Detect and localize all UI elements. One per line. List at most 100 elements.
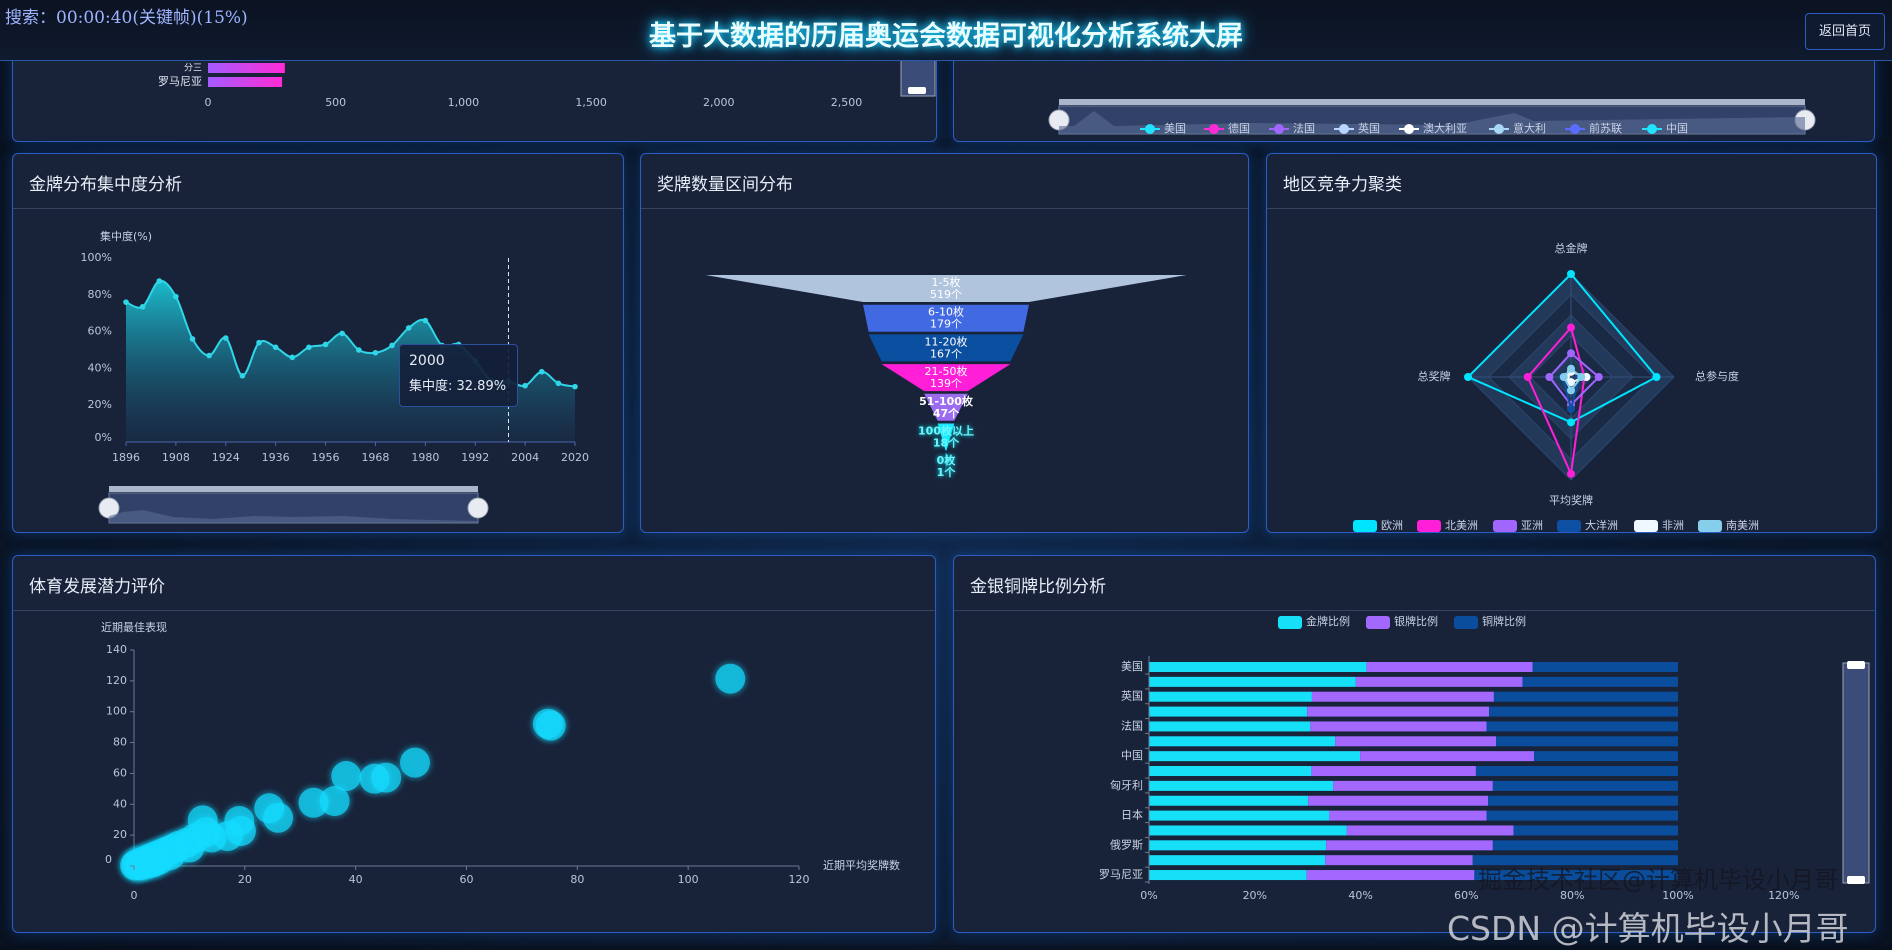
data-point[interactable] (289, 354, 296, 361)
radar-point[interactable] (1567, 349, 1575, 358)
zoom-handle-icon[interactable] (467, 497, 489, 519)
stacked-bar-segment[interactable] (1513, 825, 1678, 836)
stacked-bar-segment[interactable] (1496, 736, 1678, 747)
radar-point[interactable] (1567, 323, 1575, 332)
scatter-bubble[interactable] (125, 850, 156, 881)
back-home-button[interactable]: 返回首页 (1805, 13, 1885, 50)
stacked-bar-segment[interactable] (1149, 795, 1309, 806)
stacked-bar-segment[interactable] (1149, 870, 1307, 881)
stacked-bar-segment[interactable] (1325, 855, 1473, 866)
scatter-bubble[interactable] (263, 802, 294, 833)
legend-swatch-icon[interactable] (1454, 616, 1478, 629)
data-point[interactable] (389, 342, 395, 349)
legend-swatch-icon[interactable] (1557, 520, 1581, 532)
vertical-zoom-slider[interactable] (1842, 662, 1870, 884)
legend-swatch-icon[interactable] (1417, 520, 1441, 532)
funnel-segment[interactable] (863, 304, 1029, 332)
scatter-bubble[interactable] (319, 786, 350, 817)
stacked-bar-segment[interactable] (1486, 810, 1678, 821)
stacked-bar-segment[interactable] (1149, 810, 1330, 821)
legend-item[interactable]: 非洲 (1662, 519, 1684, 532)
legend-item[interactable]: 南美洲 (1726, 519, 1759, 532)
legend-item[interactable]: 英国 (1358, 121, 1380, 135)
legend-swatch-icon[interactable] (1366, 616, 1390, 629)
stacked-bar-segment[interactable] (1522, 676, 1678, 687)
legend-swatch-icon[interactable] (1493, 520, 1517, 532)
data-point[interactable] (339, 330, 345, 337)
stacked-bar-segment[interactable] (1475, 766, 1678, 777)
legend-item[interactable]: 欧洲 (1381, 519, 1403, 532)
scatter-bubble[interactable] (535, 710, 566, 741)
stacked-bar-segment[interactable] (1149, 766, 1312, 777)
scatter-bubble[interactable] (399, 747, 430, 778)
radar-point[interactable] (1567, 469, 1575, 478)
stacked-bar-segment[interactable] (1489, 706, 1678, 717)
radar-point[interactable] (1523, 373, 1532, 381)
zoom-slider-bar[interactable] (1059, 99, 1805, 105)
data-point[interactable] (306, 344, 312, 351)
legend-item[interactable]: 亚洲 (1521, 519, 1543, 532)
radar-point[interactable] (1567, 386, 1575, 395)
stacked-bar-segment[interactable] (1534, 751, 1678, 762)
radar-point[interactable] (1567, 418, 1575, 427)
legend-swatch-icon[interactable] (1634, 520, 1658, 532)
data-point[interactable] (222, 335, 229, 341)
legend-item[interactable]: 法国 (1293, 121, 1315, 135)
stacked-bar-segment[interactable] (1346, 825, 1514, 836)
data-point[interactable] (189, 336, 196, 342)
legend-item[interactable]: 北美洲 (1445, 519, 1478, 532)
data-point[interactable] (272, 344, 279, 351)
data-point[interactable] (206, 352, 212, 359)
funnel-segment[interactable] (924, 393, 968, 421)
stacked-bar-segment[interactable] (1149, 736, 1336, 747)
stacked-bar-segment[interactable] (1474, 870, 1678, 881)
legend-item[interactable]: 铜牌比例 (1482, 614, 1526, 628)
data-point[interactable] (173, 293, 179, 300)
stacked-bar-segment[interactable] (1149, 662, 1367, 672)
funnel-segment[interactable] (881, 364, 1011, 392)
stacked-bar-segment[interactable] (1333, 780, 1493, 791)
stacked-bar-segment[interactable] (1366, 662, 1533, 672)
legend-item[interactable]: 中国 (1666, 122, 1688, 135)
radar-point[interactable] (1567, 404, 1575, 413)
stacked-bar-segment[interactable] (1149, 780, 1334, 791)
legend-item[interactable]: 银牌比例 (1394, 614, 1438, 628)
legend-item[interactable]: 大洋洲 (1585, 518, 1618, 532)
legend-item[interactable]: 意大利 (1513, 121, 1546, 135)
radar-point[interactable] (1652, 373, 1661, 381)
funnel-segment[interactable] (937, 423, 955, 451)
stacked-bar-segment[interactable] (1532, 662, 1678, 672)
data-point[interactable] (123, 299, 129, 305)
funnel-segment[interactable] (868, 334, 1024, 362)
data-point[interactable] (356, 347, 362, 353)
radar-point[interactable] (1545, 373, 1554, 381)
legend-item[interactable]: 澳大利亚 (1423, 121, 1467, 135)
zoom-handle-icon[interactable] (908, 87, 926, 94)
zoom-handle-icon[interactable] (1847, 876, 1865, 884)
stacked-bar-segment[interactable] (1306, 870, 1475, 881)
data-point[interactable] (555, 380, 562, 387)
zoom-slider-bar[interactable] (109, 486, 478, 492)
stacked-bar-segment[interactable] (1360, 751, 1535, 762)
legend-swatch-icon[interactable] (1278, 616, 1302, 629)
stacked-bar-segment[interactable] (1149, 855, 1326, 866)
stacked-bar-segment[interactable] (1329, 810, 1487, 821)
funnel-segment[interactable] (705, 275, 1187, 302)
data-point[interactable] (538, 368, 545, 375)
stacked-bar-segment[interactable] (1149, 840, 1327, 851)
stacked-bar-segment[interactable] (1149, 676, 1356, 687)
legend-item[interactable]: 德国 (1228, 121, 1250, 135)
scatter-bubble[interactable] (715, 663, 746, 694)
radar-point[interactable] (1464, 373, 1472, 381)
scatter-bubble[interactable] (331, 761, 362, 792)
data-point[interactable] (522, 382, 528, 389)
stacked-bar-segment[interactable] (1492, 840, 1678, 851)
radar-point[interactable] (1567, 378, 1575, 387)
legend-item[interactable]: 美国 (1164, 122, 1186, 135)
stacked-bar-segment[interactable] (1492, 780, 1678, 791)
legend-item[interactable]: 金牌比例 (1306, 614, 1350, 628)
stacked-bar-segment[interactable] (1149, 691, 1312, 702)
stacked-bar-segment[interactable] (1326, 840, 1493, 851)
data-point[interactable] (405, 325, 412, 331)
data-point[interactable] (372, 349, 379, 356)
